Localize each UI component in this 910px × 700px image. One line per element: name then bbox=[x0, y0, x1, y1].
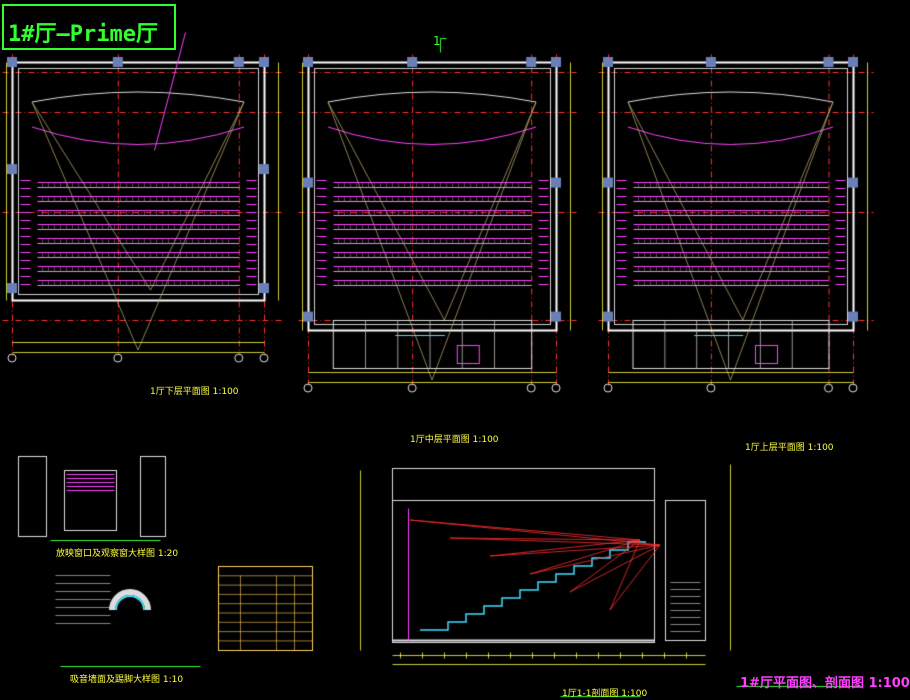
plan-label-upper: 1厅上层平面图 1:100 bbox=[745, 443, 834, 453]
plan-label-lower: 1厅下层平面图 1:100 bbox=[150, 387, 239, 397]
detail-label-wall: 吸音墙面及踢脚大样图 1:10 bbox=[70, 675, 184, 685]
sheet-title: 1#厅平面图、剖面图 1:100 bbox=[740, 676, 910, 691]
section-label: 1厅1-1剖面图 1:100 bbox=[562, 689, 648, 699]
section-cut-mark: 1 bbox=[433, 34, 441, 48]
drawing-title-frame: 1#厅—Prime厅 bbox=[2, 4, 176, 50]
drawing-title: 1#厅—Prime厅 bbox=[8, 22, 158, 47]
detail-label-window: 放映窗口及观察窗大样图 1:20 bbox=[56, 549, 179, 559]
plan-label-middle: 1厅中层平面图 1:100 bbox=[410, 435, 499, 445]
section-cut-number: 1 bbox=[433, 34, 441, 48]
